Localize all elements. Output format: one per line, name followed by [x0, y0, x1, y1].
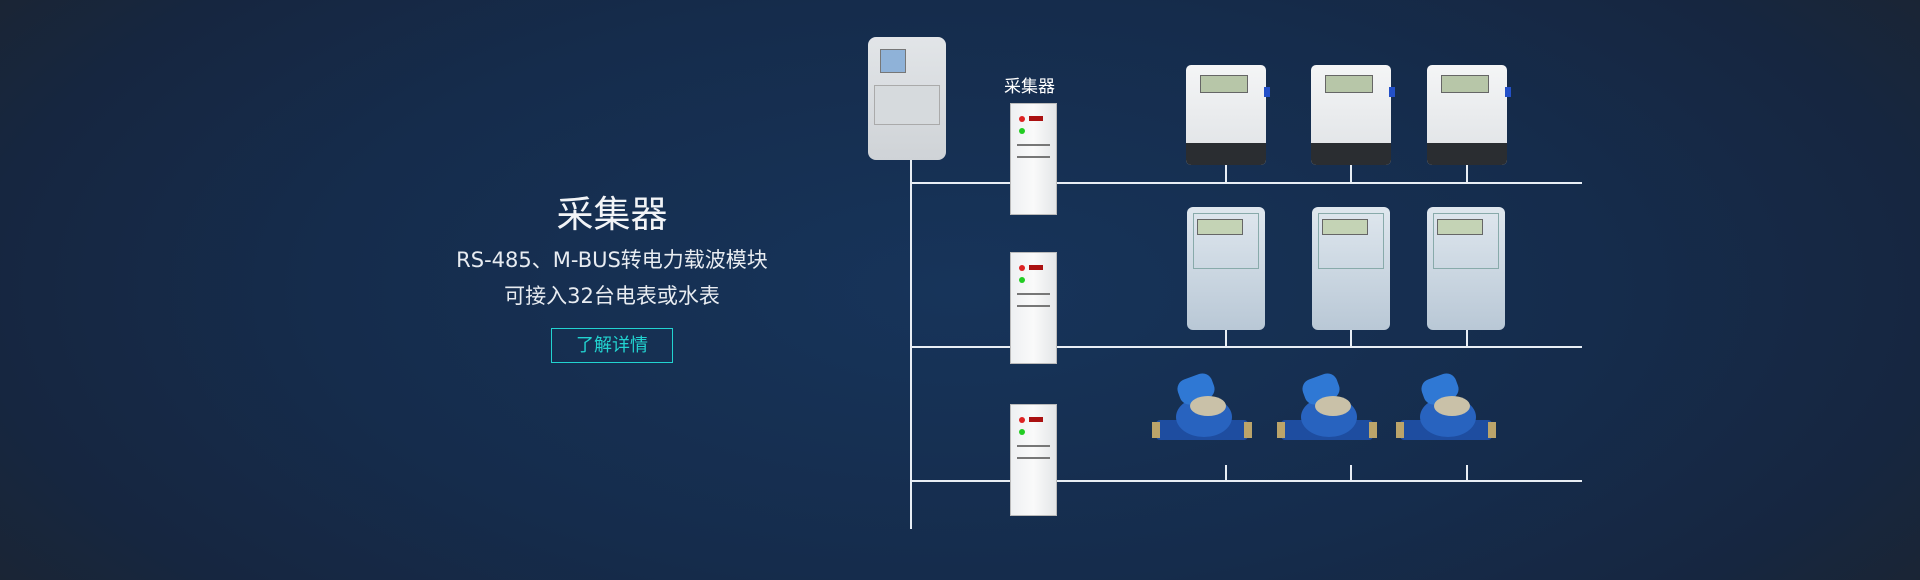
- water-meter-image: [1152, 373, 1252, 440]
- concentrator-meter-image: [868, 37, 946, 160]
- hero-title: 采集器: [556, 193, 668, 236]
- collector-device-image: [1010, 103, 1057, 215]
- drop-line: [1225, 465, 1227, 480]
- collector-device-image: [1010, 404, 1057, 516]
- collector-device-image: [1010, 252, 1057, 364]
- smart-meter-image: [1427, 207, 1505, 330]
- drop-line: [1466, 465, 1468, 480]
- water-meter-image: [1396, 373, 1496, 440]
- drop-line: [1350, 165, 1352, 182]
- drop-line: [1466, 330, 1468, 346]
- bus-line-vertical: [910, 160, 912, 529]
- smart-meter-image: [1312, 207, 1390, 330]
- drop-line: [1350, 465, 1352, 480]
- electric-meter-image: [1186, 65, 1270, 165]
- drop-line: [1466, 165, 1468, 182]
- water-meter-image: [1277, 373, 1377, 440]
- smart-meter-image: [1187, 207, 1265, 330]
- bus-line-3: [910, 480, 1582, 482]
- learn-more-button[interactable]: 了解详情: [551, 328, 673, 363]
- collector-label: 采集器: [1004, 77, 1055, 97]
- drop-line: [1225, 330, 1227, 346]
- electric-meter-image: [1427, 65, 1511, 165]
- hero-subtitle-2: 可接入32台电表或水表: [504, 284, 720, 308]
- bus-line-1: [910, 182, 1582, 184]
- bus-line-2: [910, 346, 1582, 348]
- drop-line: [1225, 165, 1227, 182]
- electric-meter-image: [1311, 65, 1395, 165]
- hero-subtitle-1: RS-485、M-BUS转电力载波模块: [456, 248, 768, 272]
- drop-line: [1350, 330, 1352, 346]
